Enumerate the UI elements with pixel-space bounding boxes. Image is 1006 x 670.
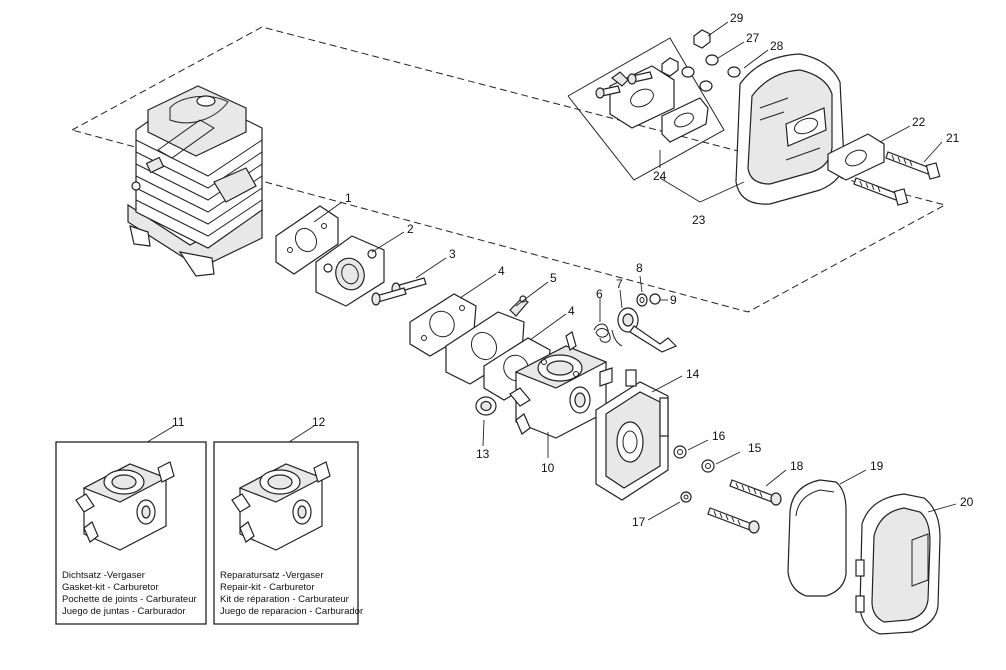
gasket-kit-caption-en: Gasket-kit - Carburetor bbox=[62, 582, 159, 593]
washer-15 bbox=[701, 459, 715, 473]
repair-kit-caption-de: Reparatursatz -Vergaser bbox=[220, 570, 324, 581]
fuel-nipple bbox=[475, 396, 497, 416]
callout-8: 8 bbox=[636, 261, 643, 275]
callout-20: 20 bbox=[960, 495, 974, 509]
callout-14: 14 bbox=[686, 367, 700, 381]
intake-gasket bbox=[275, 205, 339, 275]
callout-9: 9 bbox=[670, 293, 677, 307]
callout-23: 23 bbox=[692, 213, 706, 227]
gasket-kit-carburetor bbox=[75, 461, 175, 551]
air-filter-element bbox=[787, 479, 847, 597]
intake-flange bbox=[315, 235, 385, 307]
callout-24: 24 bbox=[653, 169, 667, 183]
muffler-gasket-group bbox=[567, 37, 725, 181]
gasket-kit-caption-de: Dichtsatz -Vergaser bbox=[62, 570, 145, 581]
callout-3: 3 bbox=[449, 247, 456, 261]
callout-4a: 4 bbox=[498, 264, 505, 278]
callout-12: 12 bbox=[312, 415, 326, 429]
callout-numbers: 1 2 3 4 5 4 6 7 8 9 10 11 12 13 14 15 16… bbox=[172, 11, 974, 529]
carburetor bbox=[509, 331, 613, 439]
repair-kit-caption-es: Juego de reparacion - Carburador bbox=[220, 606, 363, 617]
callout-6: 6 bbox=[596, 287, 603, 301]
callout-17: 17 bbox=[632, 515, 646, 529]
callout-4b: 4 bbox=[568, 304, 575, 318]
callout-19: 19 bbox=[870, 459, 884, 473]
washer-17 bbox=[680, 491, 692, 503]
filter-screws bbox=[707, 479, 782, 534]
callout-2: 2 bbox=[407, 222, 414, 236]
callout-13: 13 bbox=[476, 447, 490, 461]
callout-11: 11 bbox=[172, 415, 185, 429]
callout-28: 28 bbox=[770, 39, 784, 53]
callout-16: 16 bbox=[712, 429, 726, 443]
callout-7: 7 bbox=[616, 277, 623, 291]
callout-22: 22 bbox=[912, 115, 926, 129]
callout-18: 18 bbox=[790, 459, 804, 473]
callout-10: 10 bbox=[541, 461, 555, 475]
callout-5: 5 bbox=[550, 271, 557, 285]
washer-16 bbox=[673, 445, 687, 459]
callout-29: 29 bbox=[730, 11, 744, 25]
callout-27: 27 bbox=[746, 31, 760, 45]
callout-21: 21 bbox=[946, 131, 960, 145]
exhaust-gasket bbox=[827, 133, 885, 181]
choke-lever bbox=[611, 307, 678, 353]
repair-kit-box: Reparatursatz -Vergaser Repair-kit - Car… bbox=[213, 441, 363, 625]
gasket-kit-caption-fr: Pochette de joints - Carburateur bbox=[62, 594, 197, 605]
muffler-nuts bbox=[661, 29, 741, 92]
gasket-kit-box: Dichtsatz -Vergaser Gasket-kit - Carbure… bbox=[55, 441, 207, 625]
repair-kit-caption-en: Repair-kit - Carburetor bbox=[220, 582, 315, 593]
circlip-9 bbox=[649, 293, 661, 305]
muffler bbox=[735, 53, 845, 205]
air-filter-cover bbox=[855, 493, 941, 635]
repair-kit-carburetor bbox=[231, 461, 331, 551]
callout-1: 1 bbox=[345, 191, 352, 205]
repair-kit-caption-fr: Kit de réparation - Carburateur bbox=[220, 594, 349, 605]
washer-8 bbox=[636, 293, 648, 307]
air-filter-base bbox=[595, 369, 669, 501]
flange-screws bbox=[371, 277, 427, 306]
assembly-outline bbox=[71, 26, 947, 313]
leader-lines bbox=[143, 21, 957, 521]
cylinder bbox=[127, 85, 263, 277]
choke-spring bbox=[593, 323, 611, 343]
gasket-kit-caption-es: Juego de juntas - Carburador bbox=[62, 606, 186, 617]
callout-15: 15 bbox=[748, 441, 762, 455]
muffler-bolts bbox=[853, 151, 941, 206]
